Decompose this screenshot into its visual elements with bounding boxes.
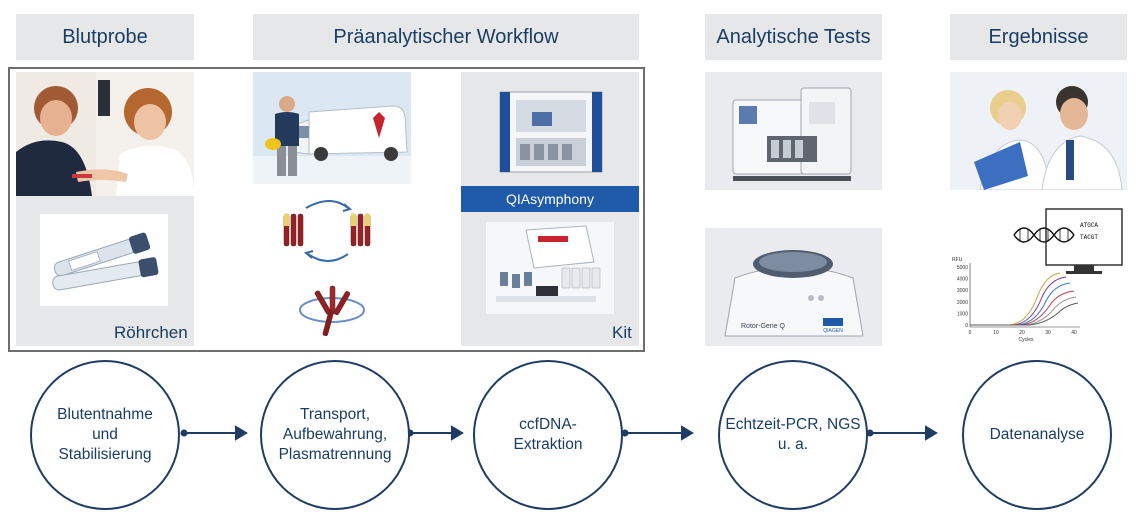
pcr-x-tick: 40 (1071, 330, 1077, 336)
pcr-y-tick: 0 (965, 323, 968, 329)
step-label: ccfDNA- Extraktion (513, 416, 583, 453)
step-label: Blutentnahme und Stabilisierung (57, 406, 153, 463)
step-blutentnahme: Blutentnahme und Stabilisierung (30, 360, 180, 510)
step-pcr-ngs: Echtzeit-PCR, NGS u. a. (718, 360, 868, 510)
pcr-xlabel: Cycles (1018, 337, 1034, 343)
pcr-ylabel: RFU (952, 257, 963, 263)
analyzer-photo (705, 72, 882, 190)
pcr-x-tick: 10 (993, 330, 999, 336)
header-blutprobe: Blutprobe (16, 14, 194, 60)
pcr-x-tick: 30 (1045, 330, 1051, 336)
centrifuge-icon (296, 280, 368, 342)
step-transport: Transport, Aufbewahrung, Plasmatrennung (260, 360, 410, 510)
pcr-y-tick: 3000 (957, 288, 968, 294)
pcr-y-tick: 5000 (957, 265, 968, 271)
pcr-x-tick: 0 (969, 330, 972, 336)
header-ergebnisse: Ergebnisse (950, 14, 1127, 60)
kit-photo (486, 222, 614, 314)
monitor-sequence-1: ATGCA (1080, 222, 1098, 229)
pcr-y-tick: 2000 (957, 300, 968, 306)
step-label: Datenanalyse (989, 426, 1085, 443)
header-analytische-tests: Analytische Tests (705, 14, 882, 60)
qiasymphony-photo (492, 78, 610, 182)
preanalytic-frame (8, 67, 645, 352)
storage-tubes-icon (276, 198, 386, 266)
scientists-photo (950, 72, 1127, 190)
qiasymphony-label: QIAsymphony (461, 186, 639, 212)
blood-draw-photo (16, 72, 194, 196)
header-praeanalytischer-workflow: Präanalytischer Workflow (253, 14, 639, 60)
transport-photo (253, 72, 411, 184)
step-extraktion: ccfDNA- Extraktion (473, 360, 623, 510)
kit-label: Kit (612, 323, 632, 342)
pcr-results-figure: ATGCA TACGT RFU 5000 4000 3000 2000 1000 0 0 1… (950, 205, 1127, 345)
tubes-photo (40, 214, 168, 306)
pcr-y-tick: 1000 (957, 311, 968, 317)
pcr-y-tick: 4000 (957, 277, 968, 283)
step-label: Echtzeit-PCR, NGS u. a. (725, 416, 861, 453)
qiagen-logo-text: QIAGEN (823, 328, 843, 334)
step-label: Transport, Aufbewahrung, Plasmatrennung (278, 406, 392, 463)
rotor-gene-text: Rotor-Gene Q (741, 323, 786, 330)
pcr-x-tick: 20 (1019, 330, 1025, 336)
rotor-gene-photo: Rotor-Gene Q QIAGEN (705, 228, 882, 346)
roehrchen-label: Röhrchen (114, 323, 188, 342)
step-datenanalyse: Datenanalyse (962, 360, 1112, 510)
monitor-sequence-2: TACGT (1080, 234, 1098, 241)
